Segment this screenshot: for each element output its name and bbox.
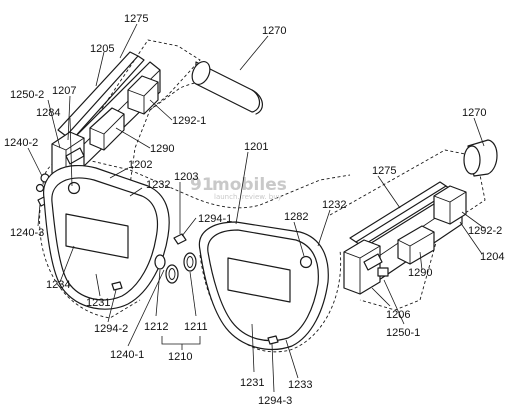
right-temple-arm: [343, 181, 467, 295]
label-1232-right: 1232: [322, 199, 346, 211]
label-1275-left: 1275: [124, 13, 148, 25]
label-1231-right: 1231: [240, 377, 264, 389]
watermark-tagline: launch. review. buy: [214, 193, 282, 201]
label-1292-1: 1292-1: [172, 115, 206, 127]
label-1250-2: 1250-2: [10, 89, 44, 101]
label-1290-left: 1290: [150, 143, 174, 155]
bridge-connector: [154, 233, 197, 284]
right-earpiece-cylinder: [463, 139, 498, 177]
label-1207: 1207: [52, 85, 76, 97]
label-1210: 1210: [168, 351, 192, 363]
label-1292-2: 1292-2: [468, 225, 502, 237]
label-1250-1: 1250-1: [386, 327, 420, 339]
label-1282: 1282: [284, 211, 308, 223]
label-1270-left: 1270: [262, 25, 286, 37]
label-1290-right: 1290: [408, 267, 432, 279]
label-1294-1: 1294-1: [198, 213, 232, 225]
label-1232-left: 1232: [146, 179, 170, 191]
watermark-brand-word: mobiles: [212, 175, 287, 195]
label-1234: 1234: [46, 279, 70, 291]
label-1275-right: 1275: [372, 165, 396, 177]
label-1231-left: 1231: [86, 297, 110, 309]
label-1233: 1233: [288, 379, 312, 391]
label-1201: 1201: [244, 141, 268, 153]
left-lens-frame: [43, 164, 170, 310]
label-1240-2: 1240-2: [4, 137, 38, 149]
label-1205: 1205: [90, 43, 114, 55]
leader-lines: [27, 23, 485, 393]
label-1202: 1202: [128, 159, 152, 171]
label-1240-1: 1240-1: [110, 349, 144, 361]
label-1240-3: 1240-3: [10, 227, 44, 239]
label-1203: 1203: [174, 171, 198, 183]
right-lens-frame: [198, 221, 329, 350]
label-1206: 1206: [386, 309, 410, 321]
label-1294-3: 1294-3: [258, 395, 292, 407]
reference-numerals: 1275 1205 1270 1250-2 1207 1284 1240-2 1…: [4, 13, 504, 407]
label-1204: 1204: [480, 251, 504, 263]
label-1212: 1212: [144, 321, 168, 333]
label-1211: 1211: [184, 321, 208, 333]
label-1294-2: 1294-2: [94, 323, 128, 335]
label-1284: 1284: [36, 107, 60, 119]
watermark-logo: 91 mobiles launch. review. buy: [190, 175, 287, 201]
watermark-brand-num: 91: [190, 175, 214, 195]
label-1270-right: 1270: [462, 107, 486, 119]
left-earpiece-cylinder: [191, 61, 263, 115]
